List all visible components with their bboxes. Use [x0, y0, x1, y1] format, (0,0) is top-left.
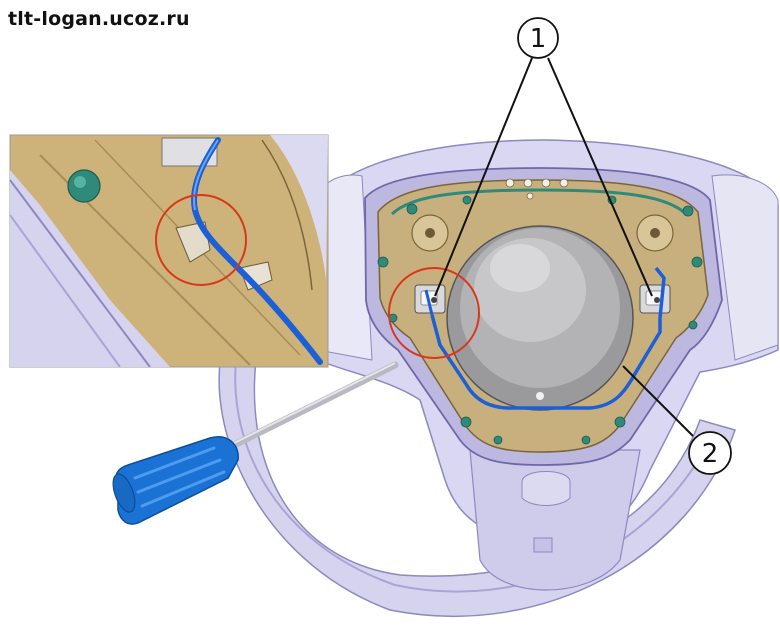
housing-holes: [505, 178, 569, 200]
wiring-harness: [430, 266, 666, 410]
highlight-circle-inset: [155, 194, 247, 286]
callout-2: 2: [688, 431, 732, 475]
inset-detail-view: [9, 134, 329, 368]
screwdriver-icon: [112, 361, 399, 525]
callout-1: 1: [517, 17, 559, 59]
callout-2-label: 2: [702, 439, 719, 469]
mounting-boss-right: [636, 214, 674, 252]
callout-1-label: 1: [530, 24, 547, 54]
connector-icon-right: [639, 284, 671, 314]
central-dome: [446, 225, 634, 411]
mounting-boss-left: [411, 214, 449, 252]
highlight-circle-hub: [388, 267, 480, 359]
callout-leaders: [434, 57, 694, 437]
site-watermark: tlt-logan.ucoz.ru: [8, 8, 190, 30]
fasteners: [377, 195, 703, 445]
